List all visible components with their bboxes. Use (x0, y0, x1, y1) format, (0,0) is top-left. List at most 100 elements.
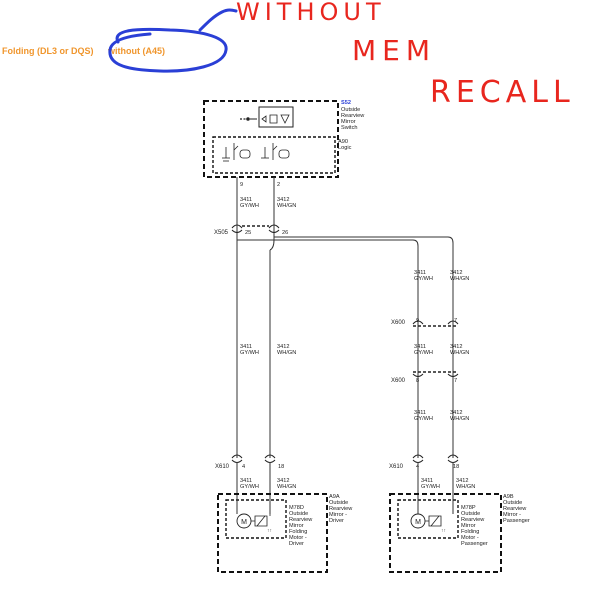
connector-x610-passenger: X610 4 18 (389, 454, 459, 470)
switch-icon (261, 114, 278, 124)
wire-label-color: GY/WH (414, 350, 433, 356)
wire-label-circuit: 3412 (450, 344, 462, 350)
thermal-protector-icon (251, 515, 268, 527)
switch-id: S52 (341, 100, 351, 106)
wire-label-circuit: 3411 (240, 478, 252, 484)
mirror-name-1: Outside (503, 500, 522, 506)
connector-pin: 26 (282, 230, 288, 236)
switch-name-4: Switch (341, 125, 357, 131)
switch-name-3: Mirror (341, 119, 356, 125)
annotation-line-2: MEM (352, 34, 436, 67)
wire-label-color: WH/GN (450, 276, 469, 282)
wire-label-circuit: 3411 (421, 478, 433, 484)
wire-label-color: GY/WH (240, 350, 259, 356)
motor-name-6: Driver (289, 541, 304, 547)
switch-pin-left: 9 (240, 182, 243, 188)
connector-x600-bottom: X600 8 7 (391, 371, 459, 384)
connector-x505: X505 25 26 (214, 224, 288, 236)
wire-3411-passenger-branch (237, 239, 419, 458)
wire-label-color: GY/WH (240, 203, 259, 209)
connector-pin: 7 (454, 378, 457, 384)
motor-id: M78P (461, 505, 476, 511)
wire-label-color: GY/WH (414, 276, 433, 282)
wire-label-circuit: 3411 (414, 270, 426, 276)
motor-name-2: Rearview (461, 517, 485, 523)
wire-label-circuit: 3412 (277, 344, 289, 350)
wire-label-color: WH/GN (456, 484, 475, 490)
mirror-name-2: Rearview (329, 506, 353, 512)
connector-x600-top: X600 9 7 (391, 318, 459, 327)
wire-label-color: WH/GN (277, 203, 296, 209)
connector-name: X600 (391, 378, 406, 384)
connector-pin: 9 (416, 318, 419, 324)
option-circled-text: without (A45) (107, 46, 165, 56)
motor-name-6: Passenger (461, 541, 488, 547)
mirror-id: A9A (329, 494, 340, 500)
connector-x610-driver: X610 4 18 (215, 454, 284, 470)
connector-name: X505 (214, 230, 229, 236)
svg-text:↑↑: ↑↑ (441, 528, 446, 534)
motor-name-3: Mirror (461, 523, 476, 529)
svg-text:↑↑: ↑↑ (267, 528, 272, 534)
mirror-name-3: Mirror - (503, 512, 521, 518)
switch-name-2: Rearview (341, 113, 365, 119)
mirror-name-3: Mirror - (329, 512, 347, 518)
wire-label-circuit: 3411 (240, 344, 252, 350)
connector-name: X610 (389, 464, 404, 470)
outside-mirror-switch: S52 Outside Rearview Mirror Switch A90 L… (203, 100, 365, 178)
wire-label-circuit: 3412 (277, 478, 289, 484)
mirror-name-4: Passenger (503, 518, 530, 524)
logic-circuit-icon (222, 143, 290, 162)
mirror-id: A9B (503, 494, 514, 500)
wire-label-color: WH/GN (450, 350, 469, 356)
wire-label-color: GY/WH (414, 416, 433, 422)
motor-name-1: Outside (289, 511, 308, 517)
motor-name-5: Motor - (461, 535, 479, 541)
wire-label-color: WH/GN (277, 350, 296, 356)
switch-pin-right: 2 (277, 182, 280, 188)
wire-label-circuit: 3412 (456, 478, 468, 484)
motor-name-1: Outside (461, 511, 480, 517)
connector-pin: 18 (278, 464, 284, 470)
thermal-protector-icon (425, 515, 442, 527)
wire-label-circuit: 3411 (414, 410, 426, 416)
motor-name-3: Mirror (289, 523, 304, 529)
option-text: Folding (DL3 or DQS) (2, 46, 94, 56)
connector-pin: 4 (242, 464, 245, 470)
motor-name-4: Folding (461, 529, 479, 535)
logic-id: A90 (338, 139, 348, 145)
motor-id: M78D (289, 505, 304, 511)
mirror-name-4: Driver (329, 518, 344, 524)
connector-pin: 25 (245, 230, 251, 236)
connector-pin: 7 (454, 318, 457, 324)
logic-label: Logic (338, 145, 352, 151)
connector-name: X610 (215, 464, 230, 470)
svg-text:S52: S52 (341, 100, 351, 106)
mirror-name-1: Outside (329, 500, 348, 506)
motor-name-5: Motor - (289, 535, 307, 541)
motor-name-4: Folding (289, 529, 307, 535)
blue-circle-annotation (108, 27, 228, 73)
annotation-line-3: RECALL (430, 75, 575, 110)
connector-pin: 18 (453, 464, 459, 470)
wire-label-color: WH/GN (277, 484, 296, 490)
wire-3412-driver (269, 177, 275, 458)
wire-label-color: WH/GN (450, 416, 469, 422)
motor-symbol: M (241, 519, 247, 526)
annotation-line-1: WITHOUT (236, 0, 386, 26)
motor-symbol: M (415, 519, 421, 526)
connector-name: X600 (391, 320, 406, 326)
wire-label-circuit: 3412 (450, 270, 462, 276)
wire-label-color: GY/WH (421, 484, 440, 490)
wire-3412-passenger-branch (274, 236, 454, 458)
connector-pin: 8 (416, 378, 419, 384)
switch-name-1: Outside (341, 107, 360, 113)
wire-label-circuit: 3412 (450, 410, 462, 416)
wire-label-circuit: 3411 (414, 344, 426, 350)
triangle-icon (280, 114, 290, 124)
motor-name-2: Rearview (289, 517, 313, 523)
wire-label-circuit: 3412 (277, 197, 289, 203)
driver-mirror-module: M ↑↑ M78D Outside Rearview Mirror Foldin… (217, 493, 353, 573)
wire-label-circuit: 3411 (240, 197, 252, 203)
